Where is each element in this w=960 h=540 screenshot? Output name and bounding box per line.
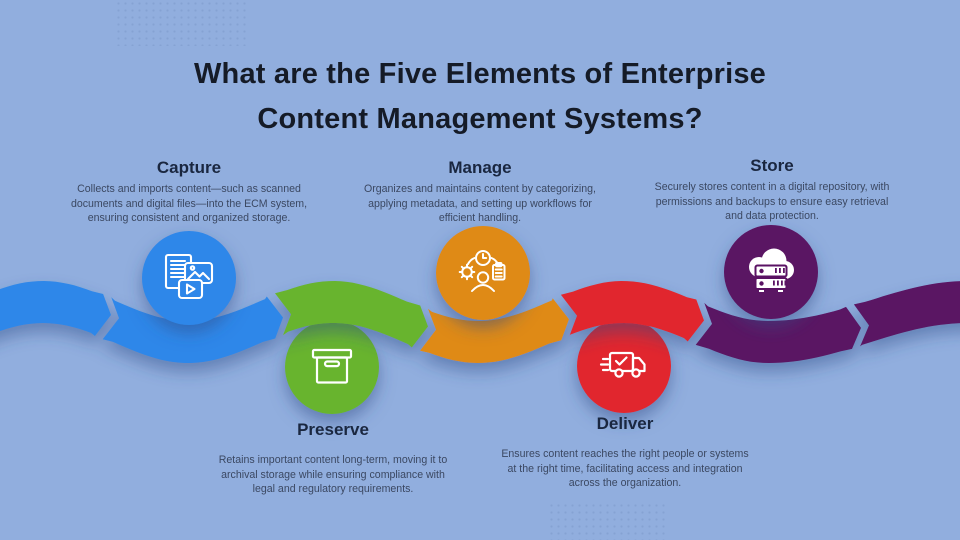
preserve-description: Retains important content long-term, mov… [218,454,448,496]
capture-heading: Capture [156,158,222,177]
dot-pattern-decoration [115,0,250,46]
store-heading: Store [750,156,794,175]
section-preserve: Preserve Retains important content long-… [211,420,455,497]
page-title: What are the Five Elements of Enterprise… [0,52,960,142]
ribbon-segment [695,302,861,363]
title-line-1: What are the Five Elements of Enterprise [193,58,767,90]
deliver-node [577,319,671,413]
ribbon-segment [0,281,111,336]
store-node [724,225,818,319]
delivery-truck-icon [599,351,646,378]
ribbon-segment [853,281,960,347]
wave-ribbon [0,281,960,363]
section-deliver: Deliver Ensures content reaches the righ… [496,414,754,491]
store-description: Securely stores content in a digital rep… [654,181,890,223]
deliver-description: Ensures content reaches the right people… [501,448,749,490]
ribbon-segment [420,298,569,363]
person-workflow-icon [458,250,506,292]
manage-heading: Manage [448,158,512,177]
preserve-heading: Preserve [297,420,369,439]
manage-description: Organizes and maintains content by categ… [363,183,597,225]
section-capture: Capture Collects and imports content—suc… [69,158,309,226]
archive-box-icon [311,348,353,384]
ribbon-segment [102,296,283,363]
ribbon-segment [560,281,704,342]
cloud-server-icon [749,248,794,292]
ribbon-segment [275,281,428,348]
manage-node [436,226,530,320]
deliver-heading: Deliver [596,414,654,433]
section-store: Store Securely stores content in a digit… [646,156,898,224]
deliver-circle [577,319,671,413]
title-line-2: Content Management Systems? [257,103,703,135]
dot-pattern-decoration [548,502,666,540]
capture-description: Collects and imports content—such as sca… [70,183,308,225]
capture-node [142,231,236,325]
section-manage: Manage Organizes and maintains content b… [353,158,607,226]
preserve-node [285,320,379,414]
media-files-icon [164,253,214,300]
